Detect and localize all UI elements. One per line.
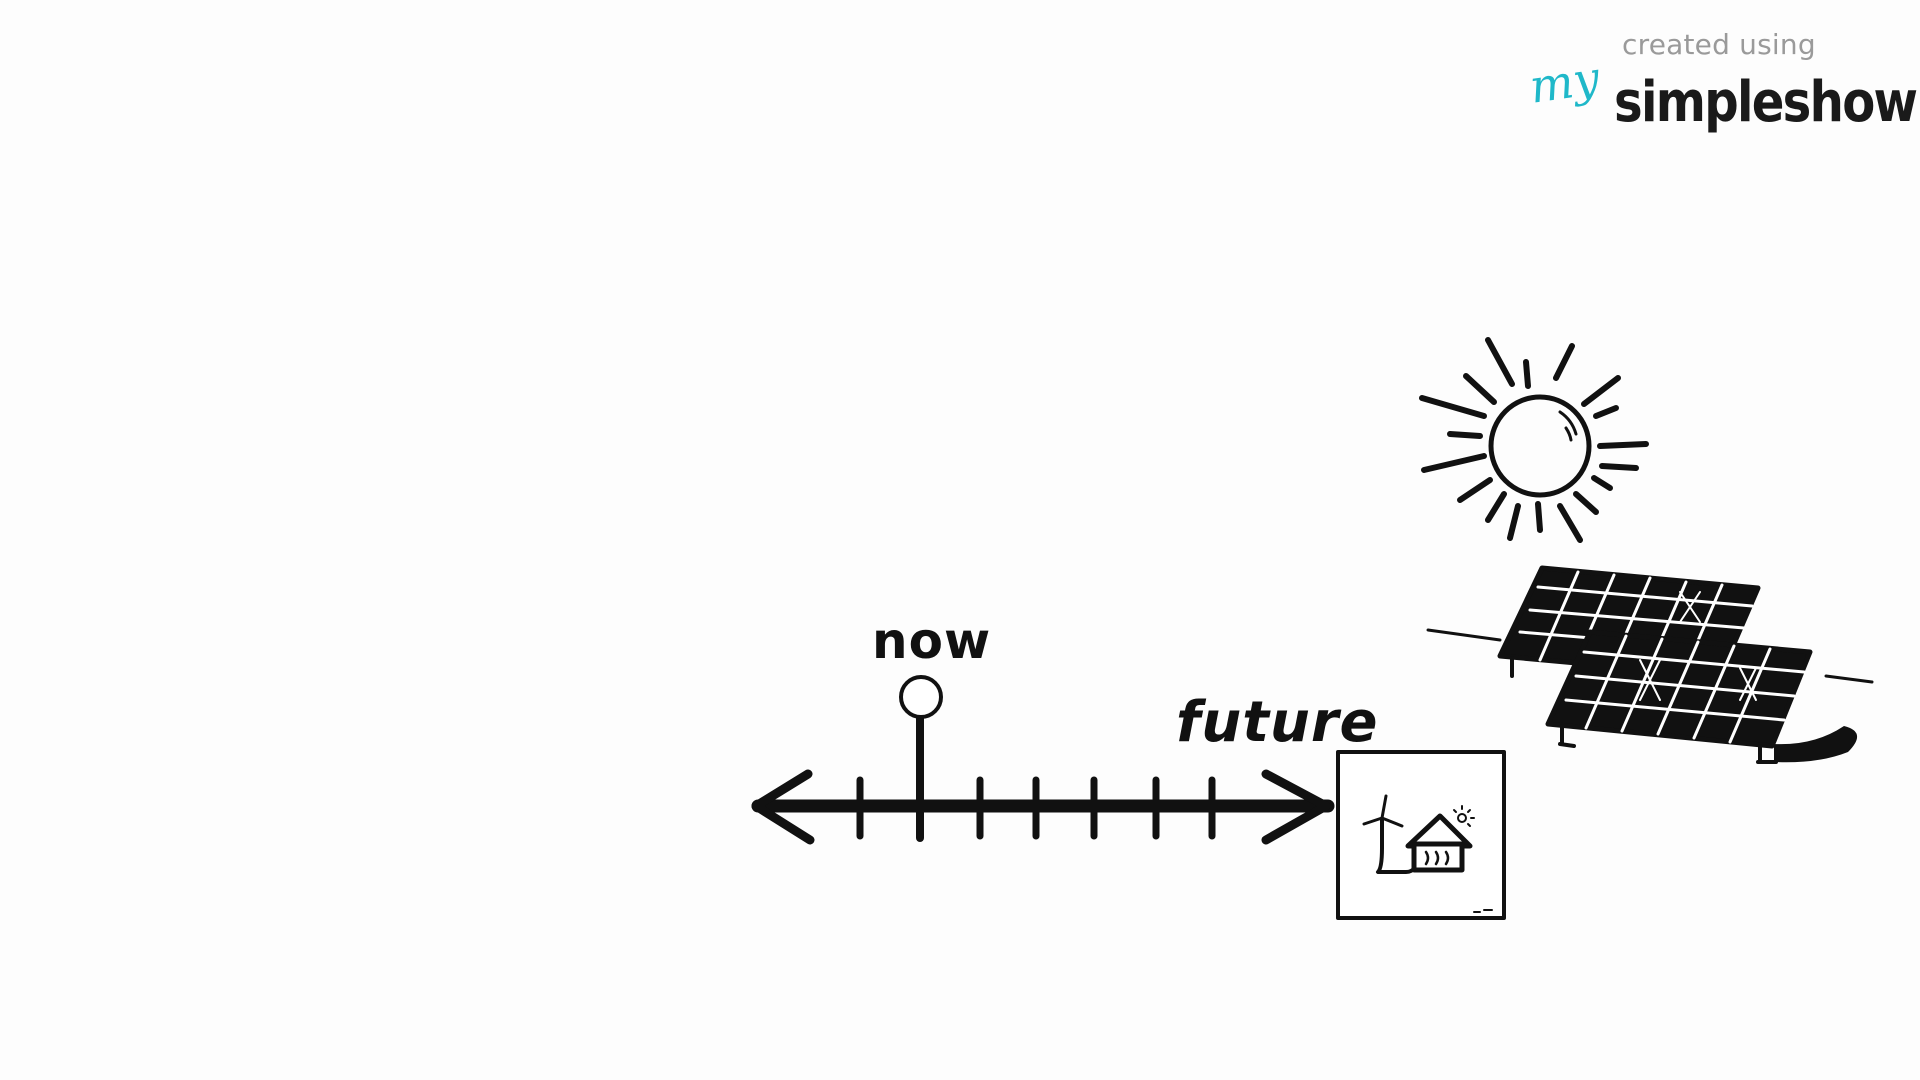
timeline-label-now: now	[872, 612, 992, 670]
timeline	[751, 675, 1335, 845]
now-marker	[899, 675, 943, 842]
solar-panels-icon	[1426, 565, 1874, 764]
watermark-created-using: created using	[1622, 28, 1816, 61]
sun-icon	[1419, 337, 1649, 543]
timeline-label-future: future	[1176, 690, 1379, 755]
timeline-ticks	[856, 776, 1216, 840]
mysimpleshow-watermark: created using my simpleshow	[1526, 26, 1918, 146]
watermark-brand: simpleshow	[1614, 70, 1918, 135]
wind-turbine-house-icon	[1336, 750, 1506, 920]
